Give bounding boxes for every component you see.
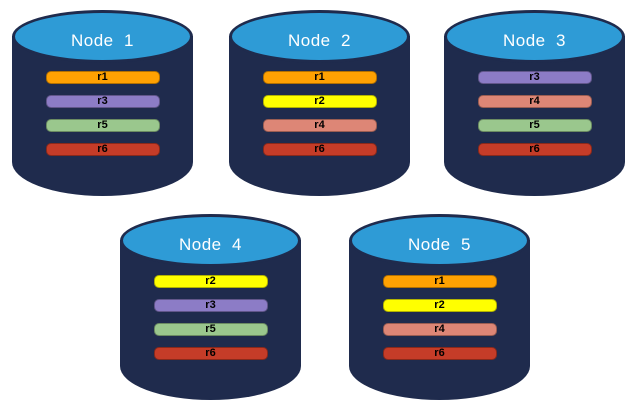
replica-bar-r5: r5 — [153, 323, 268, 336]
cylinder-top: Node 1 — [12, 10, 193, 63]
node-cylinder-5: Node 5 r1 r2 r4 r6 — [349, 214, 530, 400]
replica-bar-r6: r6 — [382, 347, 497, 360]
replica-bar-r1: r1 — [382, 275, 497, 288]
replica-bar-r6: r6 — [153, 347, 268, 360]
cylinder-top: Node 4 — [120, 214, 301, 267]
replica-label: r6 — [97, 143, 108, 155]
replica-label: r5 — [205, 323, 216, 335]
replica-bars: r3 r4 r5 r6 — [444, 71, 625, 156]
replica-label: r4 — [434, 323, 445, 335]
replica-bar-r5: r5 — [477, 119, 592, 132]
replica-bar-r6: r6 — [477, 143, 592, 156]
replica-label: r5 — [97, 119, 108, 131]
node-label: Node 2 — [287, 31, 352, 50]
cylinder-top: Node 3 — [444, 10, 625, 63]
replica-bar-r3: r3 — [153, 299, 268, 312]
replica-label: r6 — [434, 347, 445, 359]
replica-label: r3 — [97, 95, 108, 107]
replica-bar-r1: r1 — [262, 71, 377, 84]
replica-label: r1 — [434, 275, 445, 287]
replica-bar-r4: r4 — [262, 119, 377, 132]
replica-label: r4 — [529, 95, 540, 107]
replica-bars: r2 r3 r5 r6 — [120, 275, 301, 360]
replica-bar-r3: r3 — [477, 71, 592, 84]
replica-label: r5 — [529, 119, 540, 131]
replica-bar-r6: r6 — [45, 143, 160, 156]
replica-label: r4 — [314, 119, 325, 131]
node-label: Node 5 — [407, 235, 472, 254]
replica-bar-r2: r2 — [382, 299, 497, 312]
node-cylinder-1: Node 1 r1 r3 r5 r6 — [12, 10, 193, 196]
replica-bars: r1 r2 r4 r6 — [349, 275, 530, 360]
replica-label: r6 — [205, 347, 216, 359]
replica-bar-r5: r5 — [45, 119, 160, 132]
replica-bar-r1: r1 — [45, 71, 160, 84]
replica-label: r2 — [434, 299, 445, 311]
replica-label: r3 — [205, 299, 216, 311]
replica-bar-r3: r3 — [45, 95, 160, 108]
replica-bars: r1 r3 r5 r6 — [12, 71, 193, 156]
node-label: Node 4 — [178, 235, 243, 254]
replica-bar-r2: r2 — [262, 95, 377, 108]
replica-bars: r1 r2 r4 r6 — [229, 71, 410, 156]
replica-label: r1 — [97, 71, 108, 83]
replica-bar-r6: r6 — [262, 143, 377, 156]
replica-label: r3 — [529, 71, 540, 83]
cylinder-top: Node 2 — [229, 10, 410, 63]
replica-label: r2 — [205, 275, 216, 287]
replica-bar-r4: r4 — [477, 95, 592, 108]
replica-label: r1 — [314, 71, 325, 83]
replica-bar-r2: r2 — [153, 275, 268, 288]
node-cylinder-4: Node 4 r2 r3 r5 r6 — [120, 214, 301, 400]
node-cylinder-2: Node 2 r1 r2 r4 r6 — [229, 10, 410, 196]
replica-label: r6 — [314, 143, 325, 155]
cylinder-top: Node 5 — [349, 214, 530, 267]
replica-label: r6 — [529, 143, 540, 155]
node-label: Node 3 — [502, 31, 567, 50]
node-cylinder-3: Node 3 r3 r4 r5 r6 — [444, 10, 625, 196]
replica-label: r2 — [314, 95, 325, 107]
node-label: Node 1 — [70, 31, 135, 50]
replica-bar-r4: r4 — [382, 323, 497, 336]
